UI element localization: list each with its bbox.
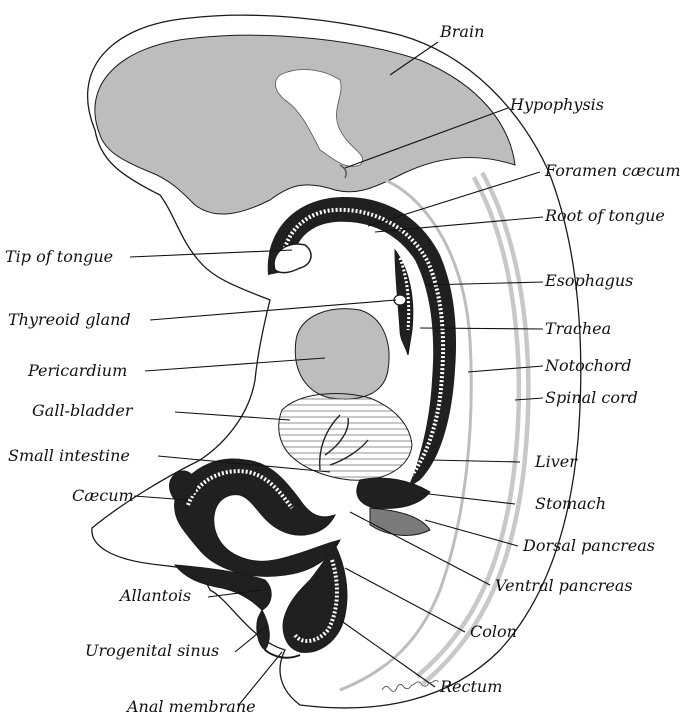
label-hypophysis: Hypophysis — [509, 95, 604, 114]
label-brain: Brain — [439, 22, 484, 41]
label-trachea: Trachea — [545, 319, 611, 338]
label-root-of-tongue: Root of tongue — [544, 206, 665, 225]
label-foramen-caecum: Foramen cæcum — [544, 161, 681, 180]
label-dorsal-pancreas: Dorsal pancreas — [522, 536, 655, 555]
label-ventral-pancreas: Ventral pancreas — [495, 576, 633, 595]
label-stomach: Stomach — [535, 494, 606, 513]
label-pericardium: Pericardium — [27, 361, 127, 380]
label-anal-membrane: Anal membrane — [125, 697, 256, 716]
label-esophagus: Esophagus — [544, 271, 633, 290]
label-tip-of-tongue: Tip of tongue — [5, 247, 113, 266]
label-notochord: Notochord — [544, 356, 631, 375]
label-gall-bladder: Gall-bladder — [32, 401, 134, 420]
label-liver: Liver — [534, 452, 578, 471]
label-colon: Colon — [470, 622, 517, 641]
label-small-intestine: Small intestine — [8, 446, 130, 465]
label-allantois: Allantois — [118, 586, 191, 605]
label-spinal-cord: Spinal cord — [545, 388, 638, 407]
label-caecum: Cæcum — [72, 486, 134, 505]
label-thyreoid-gland: Thyreoid gland — [8, 310, 131, 329]
label-rectum: Rectum — [439, 677, 502, 696]
label-urogenital-sinus: Urogenital sinus — [85, 641, 219, 660]
pericardium-region — [295, 309, 389, 399]
